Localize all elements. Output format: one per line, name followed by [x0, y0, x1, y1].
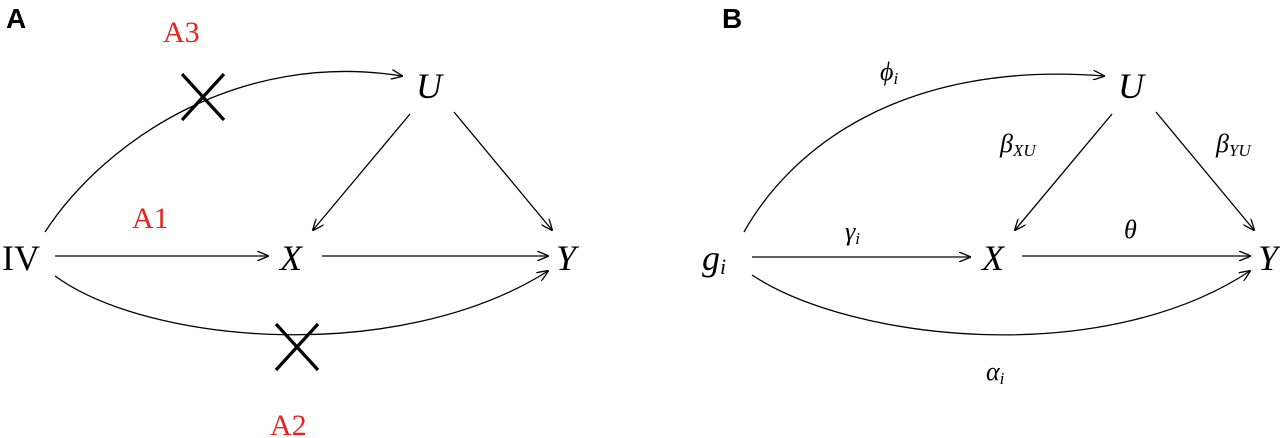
node-y: Y	[556, 238, 580, 278]
coef-beta-yu-label: βYU	[1215, 129, 1252, 160]
cross-mark-a2	[274, 322, 320, 372]
edge-iv-to-u	[44, 71, 402, 233]
edge-g-to-u	[743, 74, 1104, 233]
panel-a: A IV X U Y A3 A1 A2	[2, 3, 580, 438]
node-x: X	[980, 238, 1006, 278]
edge-iv-to-y	[54, 271, 548, 336]
node-g: gi	[702, 238, 726, 279]
node-u: U	[1118, 66, 1146, 106]
panel-b: B gi X U Y ϕi γi αi βXU βYU θ	[702, 3, 1280, 388]
coef-theta-label: θ	[1124, 215, 1137, 244]
panel-a-letter: A	[6, 3, 26, 34]
coef-alpha-label: αi	[986, 357, 1005, 388]
node-iv: IV	[2, 238, 40, 278]
edge-g-to-y	[751, 271, 1250, 336]
coef-beta-xu-label: βXU	[999, 129, 1037, 160]
assumption-a2-label: A2	[270, 409, 307, 438]
edge-u-to-x	[313, 113, 411, 230]
edge-u-to-x	[1015, 113, 1113, 230]
node-x: X	[278, 238, 304, 278]
assumption-a1-label: A1	[132, 202, 169, 235]
edge-u-to-y	[1155, 111, 1254, 230]
assumption-a3-label: A3	[163, 16, 200, 49]
node-y: Y	[1258, 238, 1280, 278]
cross-mark-a3	[180, 72, 226, 122]
coef-phi-label: ϕi	[880, 57, 898, 88]
coef-gamma-label: γi	[845, 217, 860, 248]
node-g-subscript: i	[720, 254, 726, 279]
edge-u-to-y	[453, 111, 552, 230]
node-u: U	[416, 66, 444, 106]
panel-b-letter: B	[722, 3, 742, 34]
